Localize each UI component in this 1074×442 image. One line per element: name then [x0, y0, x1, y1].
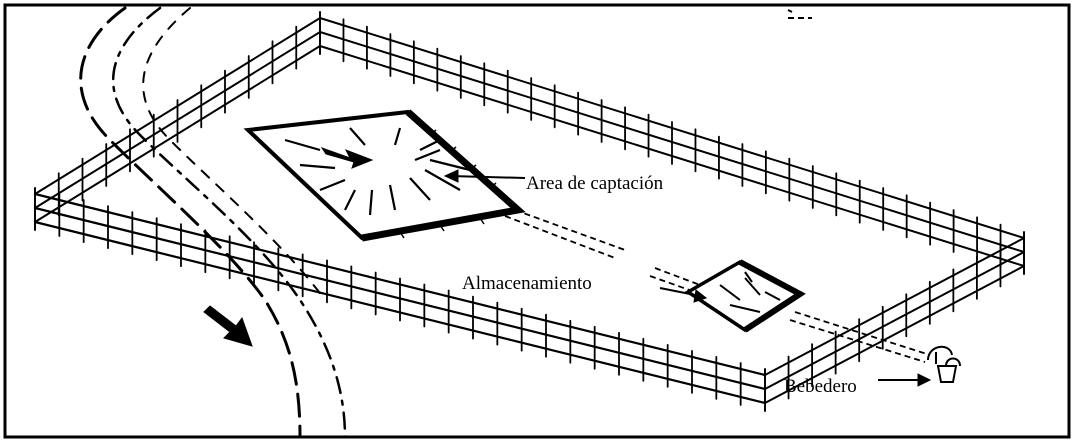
- fence-front-right: [764, 237, 1025, 404]
- outflow-arrow: [203, 305, 253, 347]
- fence: [33, 11, 1025, 412]
- storage-tank: [684, 259, 806, 333]
- catchment-area: [243, 109, 526, 242]
- catchment-area-label: Area de captación: [526, 173, 664, 194]
- pipe-catchment-to-storage: [504, 209, 701, 293]
- road: [79, 6, 347, 439]
- top-marks: [787, 9, 812, 19]
- pointer-arrows: [443, 169, 932, 387]
- drinker-label: Bebedero: [784, 376, 857, 397]
- pipe-storage-to-drinker: [789, 311, 931, 363]
- fence-posts: [34, 11, 1025, 412]
- drinker-bucket-icon: [927, 345, 961, 383]
- storage-label: Almacenamiento: [462, 273, 592, 294]
- outer-border: [3, 3, 1071, 439]
